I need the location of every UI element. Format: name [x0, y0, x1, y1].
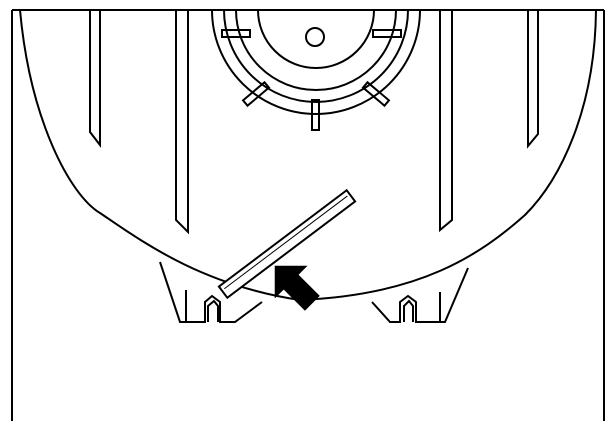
mounting-foot-left [159, 261, 263, 323]
port-tab-lower-right [361, 80, 391, 108]
port-tab-lower-left [241, 80, 271, 108]
rod-tool-icon [217, 188, 357, 300]
rib-1 [89, 10, 101, 148]
circular-port [211, 9, 421, 131]
vertical-ribs [89, 10, 539, 235]
mounting-foot-right [371, 267, 469, 323]
port-tab-left [221, 29, 251, 38]
port-center-hole [305, 27, 325, 47]
port-ring-3 [235, 9, 397, 91]
rib-2 [175, 10, 189, 235]
tank-body-outline [19, 9, 597, 302]
port-ring-inner [257, 9, 375, 69]
port-tab-right [372, 29, 402, 38]
rib-3 [439, 10, 453, 233]
port-ring-outer [211, 9, 421, 115]
port-tab-bottom [311, 99, 320, 131]
arrow-pointer-icon [274, 265, 320, 311]
port-ring-2 [223, 9, 409, 103]
rib-4 [527, 10, 539, 149]
frame-border [11, 9, 605, 421]
